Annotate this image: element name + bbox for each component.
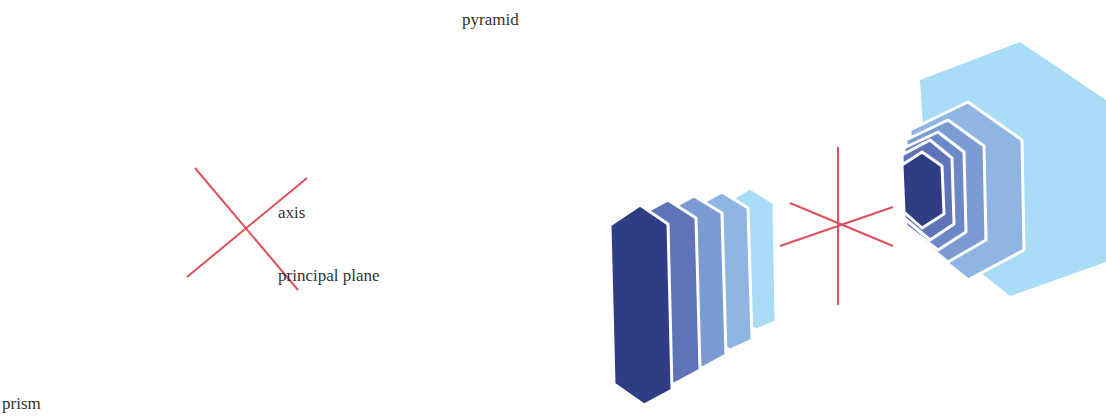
axis-star (780, 147, 893, 305)
figure-label: pyramid (462, 10, 519, 30)
figure-label: prism (2, 394, 41, 414)
prism-slabs (610, 188, 776, 405)
figure-label: principal plane (278, 266, 380, 286)
figure-label: axis (278, 203, 305, 223)
pyramid-layers (902, 42, 1106, 296)
